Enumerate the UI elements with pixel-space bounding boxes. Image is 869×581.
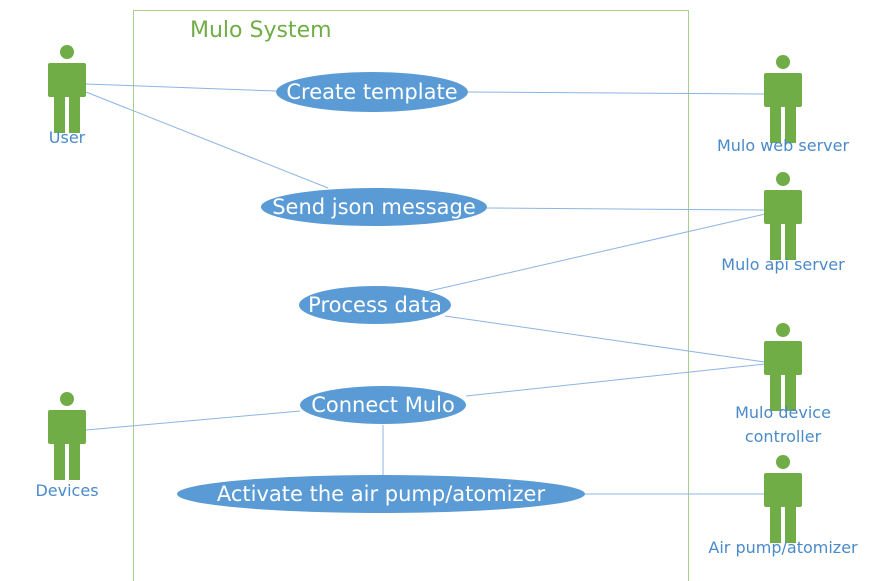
actor-air-pump-atomizer[interactable]: Air pump/atomizer (708, 455, 858, 557)
association-devices-connect-mulo (85, 410, 301, 431)
actor-label: Mulo web server (717, 136, 850, 155)
actor-figure-icon (48, 392, 86, 480)
use-case-label: Create template (286, 80, 457, 104)
actor-label: Air pump/atomizer (708, 538, 858, 557)
associations (85, 83, 766, 495)
association-process-data-api-server (424, 213, 766, 293)
association-send-json-api-server (486, 207, 766, 211)
actor-figure-icon (764, 172, 802, 260)
actor-figure-icon (48, 45, 86, 133)
system-title: Mulo System (190, 18, 332, 43)
association-process-data-device-controller (444, 315, 766, 363)
association-connect-mulo-device-controller (465, 363, 766, 397)
use-case-create-template[interactable]: Create template (276, 72, 468, 112)
association-user-send-json (85, 91, 329, 189)
use-case-connect-mulo[interactable]: Connect Mulo (300, 386, 466, 424)
actor-mulo-web-server[interactable]: Mulo web server (717, 55, 850, 155)
actor-figure-icon (764, 55, 802, 143)
association-create-template-web-server (467, 91, 766, 95)
actor-mulo-api-server[interactable]: Mulo api server (721, 172, 845, 274)
use-case-label: Send json message (272, 195, 476, 219)
use-case-activate-air-pump[interactable]: Activate the air pump/atomizer (177, 475, 585, 513)
use-case-process-data[interactable]: Process data (299, 286, 451, 324)
actor-label: Mulo api server (721, 255, 845, 274)
use-case-label: Process data (308, 293, 442, 317)
actor-label-line-1: Mulo device (735, 403, 831, 422)
use-case-send-json-message[interactable]: Send json message (261, 188, 487, 226)
actor-mulo-device-controller[interactable]: Mulo device controller (735, 323, 831, 446)
actor-figure-icon (764, 455, 802, 543)
actor-label: User (49, 128, 86, 147)
use-case-label: Activate the air pump/atomizer (217, 482, 546, 506)
actor-label-line-2: controller (745, 427, 822, 446)
actor-figure-icon (764, 323, 802, 411)
use-case-label: Connect Mulo (311, 393, 455, 417)
actor-devices[interactable]: Devices (35, 392, 99, 500)
system-boundary (133, 10, 689, 581)
actor-label: Devices (35, 481, 98, 500)
association-user-create-template (85, 83, 277, 92)
actor-user[interactable]: User (48, 45, 86, 147)
